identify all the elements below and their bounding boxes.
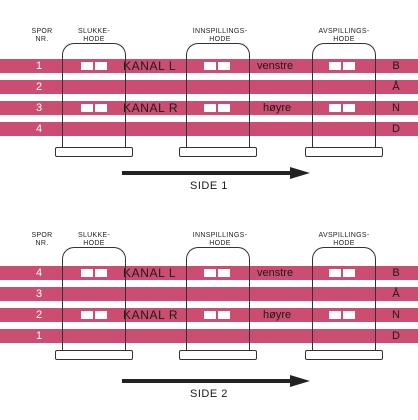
play-head-gap bbox=[343, 62, 355, 70]
channel-label: KANAL L bbox=[123, 266, 177, 280]
track-number: 3 bbox=[35, 288, 43, 300]
record-head-gap bbox=[204, 269, 216, 277]
track-number: 2 bbox=[35, 309, 43, 321]
record-head-gap bbox=[204, 62, 216, 70]
channel-label: KANAL L bbox=[123, 59, 177, 73]
erase-head-gap bbox=[95, 311, 107, 319]
record-head-gap bbox=[218, 311, 230, 319]
erase-head-gap bbox=[81, 311, 93, 319]
header-line: AVSPILLINGS- bbox=[318, 28, 370, 35]
tape-track-4: 4 D bbox=[0, 122, 418, 136]
erase-head bbox=[62, 247, 126, 360]
header-line: HODE bbox=[83, 36, 105, 43]
header-line: AVSPILLINGS- bbox=[318, 232, 370, 239]
record-head-gap bbox=[204, 104, 216, 112]
side-letter: D bbox=[392, 330, 400, 342]
play-head-gap bbox=[329, 269, 341, 277]
play-head-base bbox=[305, 350, 383, 360]
play-head-gap bbox=[329, 311, 341, 319]
side-2-diagram: SPOR NR. SLUKKE- HODE INNSPILLINGS- HODE… bbox=[0, 210, 418, 420]
direction-label: høyre bbox=[263, 102, 292, 114]
tape-direction-arrow bbox=[122, 379, 292, 383]
direction-label: venstre bbox=[257, 60, 294, 72]
side-letter: N bbox=[392, 309, 400, 321]
record-head-base bbox=[179, 350, 257, 360]
side-letter: Å bbox=[392, 81, 400, 93]
track-number-header: SPOR NR. bbox=[30, 232, 54, 248]
record-head-header: INNSPILLINGS- HODE bbox=[180, 28, 260, 44]
side-label: SIDE 1 bbox=[190, 180, 228, 192]
channel-label: KANAL R bbox=[123, 101, 179, 115]
track-number: 3 bbox=[35, 102, 43, 114]
track-number: 1 bbox=[35, 330, 43, 342]
erase-head-gap bbox=[95, 104, 107, 112]
play-head-gap bbox=[329, 104, 341, 112]
erase-head-gap bbox=[81, 269, 93, 277]
play-head-gap bbox=[343, 311, 355, 319]
erase-head-gap bbox=[95, 269, 107, 277]
record-head bbox=[186, 247, 250, 360]
record-head bbox=[186, 43, 250, 156]
play-head-header: AVSPILLINGS- HODE bbox=[304, 232, 384, 248]
tape-track-2: 2 Å bbox=[0, 80, 418, 94]
record-head-base bbox=[179, 147, 257, 157]
header-line: NR. bbox=[35, 240, 49, 247]
arrow-head-icon bbox=[290, 167, 310, 179]
erase-head-gap bbox=[81, 104, 93, 112]
track-number: 4 bbox=[35, 123, 43, 135]
channel-label: KANAL R bbox=[123, 308, 179, 322]
play-head bbox=[312, 43, 376, 156]
play-head-gap bbox=[329, 62, 341, 70]
erase-head-gap bbox=[81, 62, 93, 70]
play-head-base bbox=[305, 147, 383, 157]
side-letter: B bbox=[392, 267, 400, 279]
side-letter: Å bbox=[392, 288, 400, 300]
play-head-header: AVSPILLINGS- HODE bbox=[304, 28, 384, 44]
side-1-diagram: SPOR NR. SLUKKE- HODE INNSPILLINGS- HODE… bbox=[0, 28, 418, 192]
tape-track-1: 1 D bbox=[0, 329, 418, 343]
track-number: 2 bbox=[35, 81, 43, 93]
play-head-gap bbox=[343, 269, 355, 277]
side-letter: B bbox=[392, 60, 400, 72]
header-line: SPOR bbox=[31, 232, 53, 239]
record-head-gap bbox=[218, 62, 230, 70]
track-number: 1 bbox=[35, 60, 43, 72]
header-line: INNSPILLINGS- bbox=[192, 232, 248, 239]
track-number-header: SPOR NR. bbox=[30, 28, 54, 44]
erase-head-gap bbox=[95, 62, 107, 70]
header-line: INNSPILLINGS- bbox=[192, 28, 248, 35]
direction-label: venstre bbox=[257, 267, 294, 279]
arrow-head-icon bbox=[290, 375, 310, 387]
header-line: HODE bbox=[333, 240, 355, 247]
record-head-gap bbox=[218, 269, 230, 277]
header-line: SPOR bbox=[31, 28, 53, 35]
header-line: HODE bbox=[333, 36, 355, 43]
tape-direction-arrow bbox=[122, 171, 292, 175]
record-head-gap bbox=[204, 311, 216, 319]
record-head-header: INNSPILLINGS- HODE bbox=[180, 232, 260, 248]
side-letter: N bbox=[392, 102, 400, 114]
tape-track-3: 3 Å bbox=[0, 287, 418, 301]
record-head-gap bbox=[218, 104, 230, 112]
side-letter: D bbox=[392, 123, 400, 135]
header-line: SLUKKE- bbox=[77, 232, 111, 239]
erase-head-header: SLUKKE- HODE bbox=[64, 28, 124, 44]
header-line: HODE bbox=[83, 240, 105, 247]
direction-label: høyre bbox=[263, 309, 292, 321]
erase-head-base bbox=[55, 147, 133, 157]
header-line: SLUKKE- bbox=[77, 28, 111, 35]
track-number: 4 bbox=[35, 267, 43, 279]
play-head-gap bbox=[343, 104, 355, 112]
play-head bbox=[312, 247, 376, 360]
header-line: HODE bbox=[209, 240, 231, 247]
erase-head-base bbox=[55, 350, 133, 360]
header-line: HODE bbox=[209, 36, 231, 43]
header-line: NR. bbox=[35, 36, 49, 43]
side-label: SIDE 2 bbox=[190, 388, 228, 400]
erase-head bbox=[62, 43, 126, 156]
erase-head-header: SLUKKE- HODE bbox=[64, 232, 124, 248]
